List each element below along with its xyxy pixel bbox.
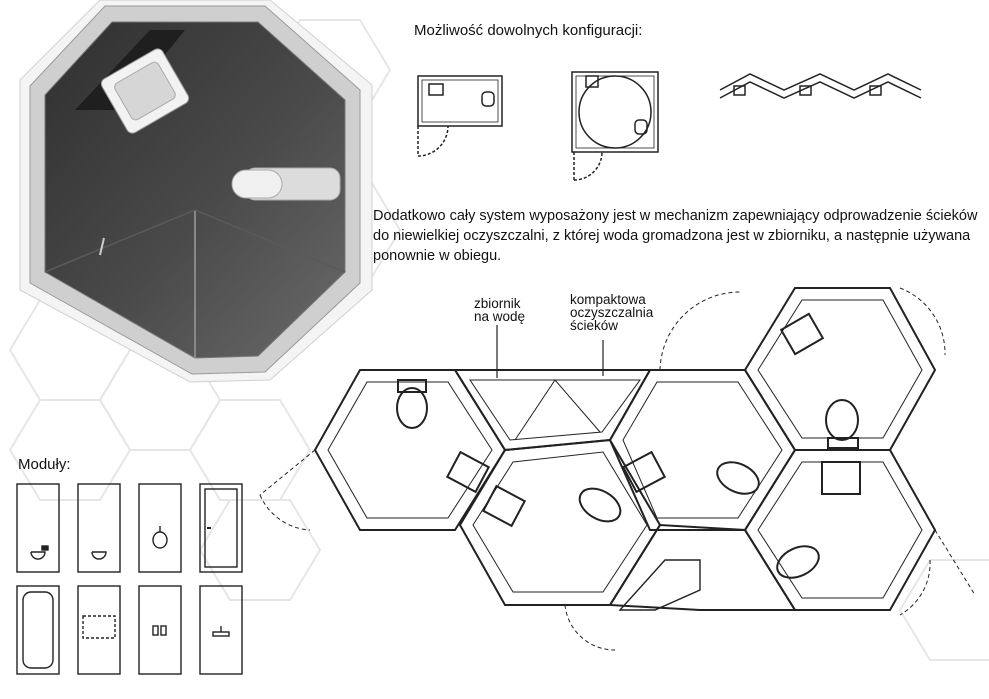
module-sink <box>77 585 121 675</box>
modules-grid <box>16 483 243 675</box>
plant-label-line-1: kompaktowa <box>570 292 646 307</box>
tank-label-line-1: zbiornik <box>474 296 521 311</box>
module-wc-flush <box>16 483 60 573</box>
treatment-plant-label: kompaktowa oczyszczalnia ścieków <box>570 292 654 333</box>
config-round <box>571 71 659 181</box>
hex-module-3 <box>445 438 667 606</box>
hex-module-6 <box>716 449 937 611</box>
module-render <box>19 0 373 383</box>
tank-label: zbiornik na wodę <box>474 296 526 324</box>
plant-label-line-2: oczyszczalnia <box>570 305 654 320</box>
module-bathtub <box>16 585 60 675</box>
plant-label-line-3: ścieków <box>570 318 619 333</box>
module-door <box>199 483 243 573</box>
config-rectangle <box>417 75 503 157</box>
module-wall-sink <box>199 585 243 675</box>
render-sink <box>100 48 190 134</box>
config-zigzag <box>719 73 922 99</box>
hex-module-4 <box>608 369 797 531</box>
module-wc <box>77 483 121 573</box>
hex-module-5 <box>743 287 937 451</box>
tank-label-line-2: na wodę <box>474 309 526 324</box>
module-bidet <box>138 483 182 573</box>
module-switches <box>138 585 182 675</box>
system-description: Dodatkowo cały system wyposażony jest w … <box>373 208 978 264</box>
configurations-heading: Możliwość dowolnych konfiguracji: <box>414 22 643 39</box>
hex-module-1 <box>313 369 507 531</box>
render-toilet <box>231 167 341 201</box>
hex-module-7 <box>608 523 797 611</box>
modules-label: Moduły: <box>18 456 71 473</box>
